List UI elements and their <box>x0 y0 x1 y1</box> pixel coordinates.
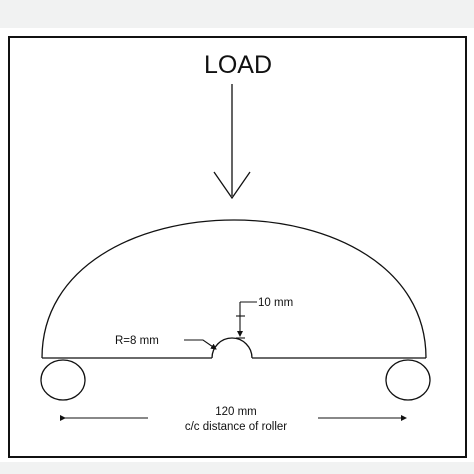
span-value-label: 120 mm <box>215 406 257 418</box>
specimen-base-with-notch <box>42 337 426 359</box>
bottom-border-band <box>0 462 474 474</box>
notch-height-dimension <box>236 301 257 339</box>
load-label: LOAD <box>204 51 272 79</box>
top-border-band <box>0 0 474 28</box>
right-roller <box>385 359 431 401</box>
semicircular-specimen <box>41 219 427 359</box>
span-caption-label: c/c distance of roller <box>185 421 287 433</box>
radius-leader <box>184 339 217 350</box>
diagram-frame <box>8 36 467 458</box>
notch-height-label: 10 mm <box>258 297 293 309</box>
radius-label: R=8 mm <box>115 335 159 347</box>
load-arrow <box>213 84 251 200</box>
left-roller <box>40 359 86 401</box>
semicircular-notch <box>211 337 253 359</box>
